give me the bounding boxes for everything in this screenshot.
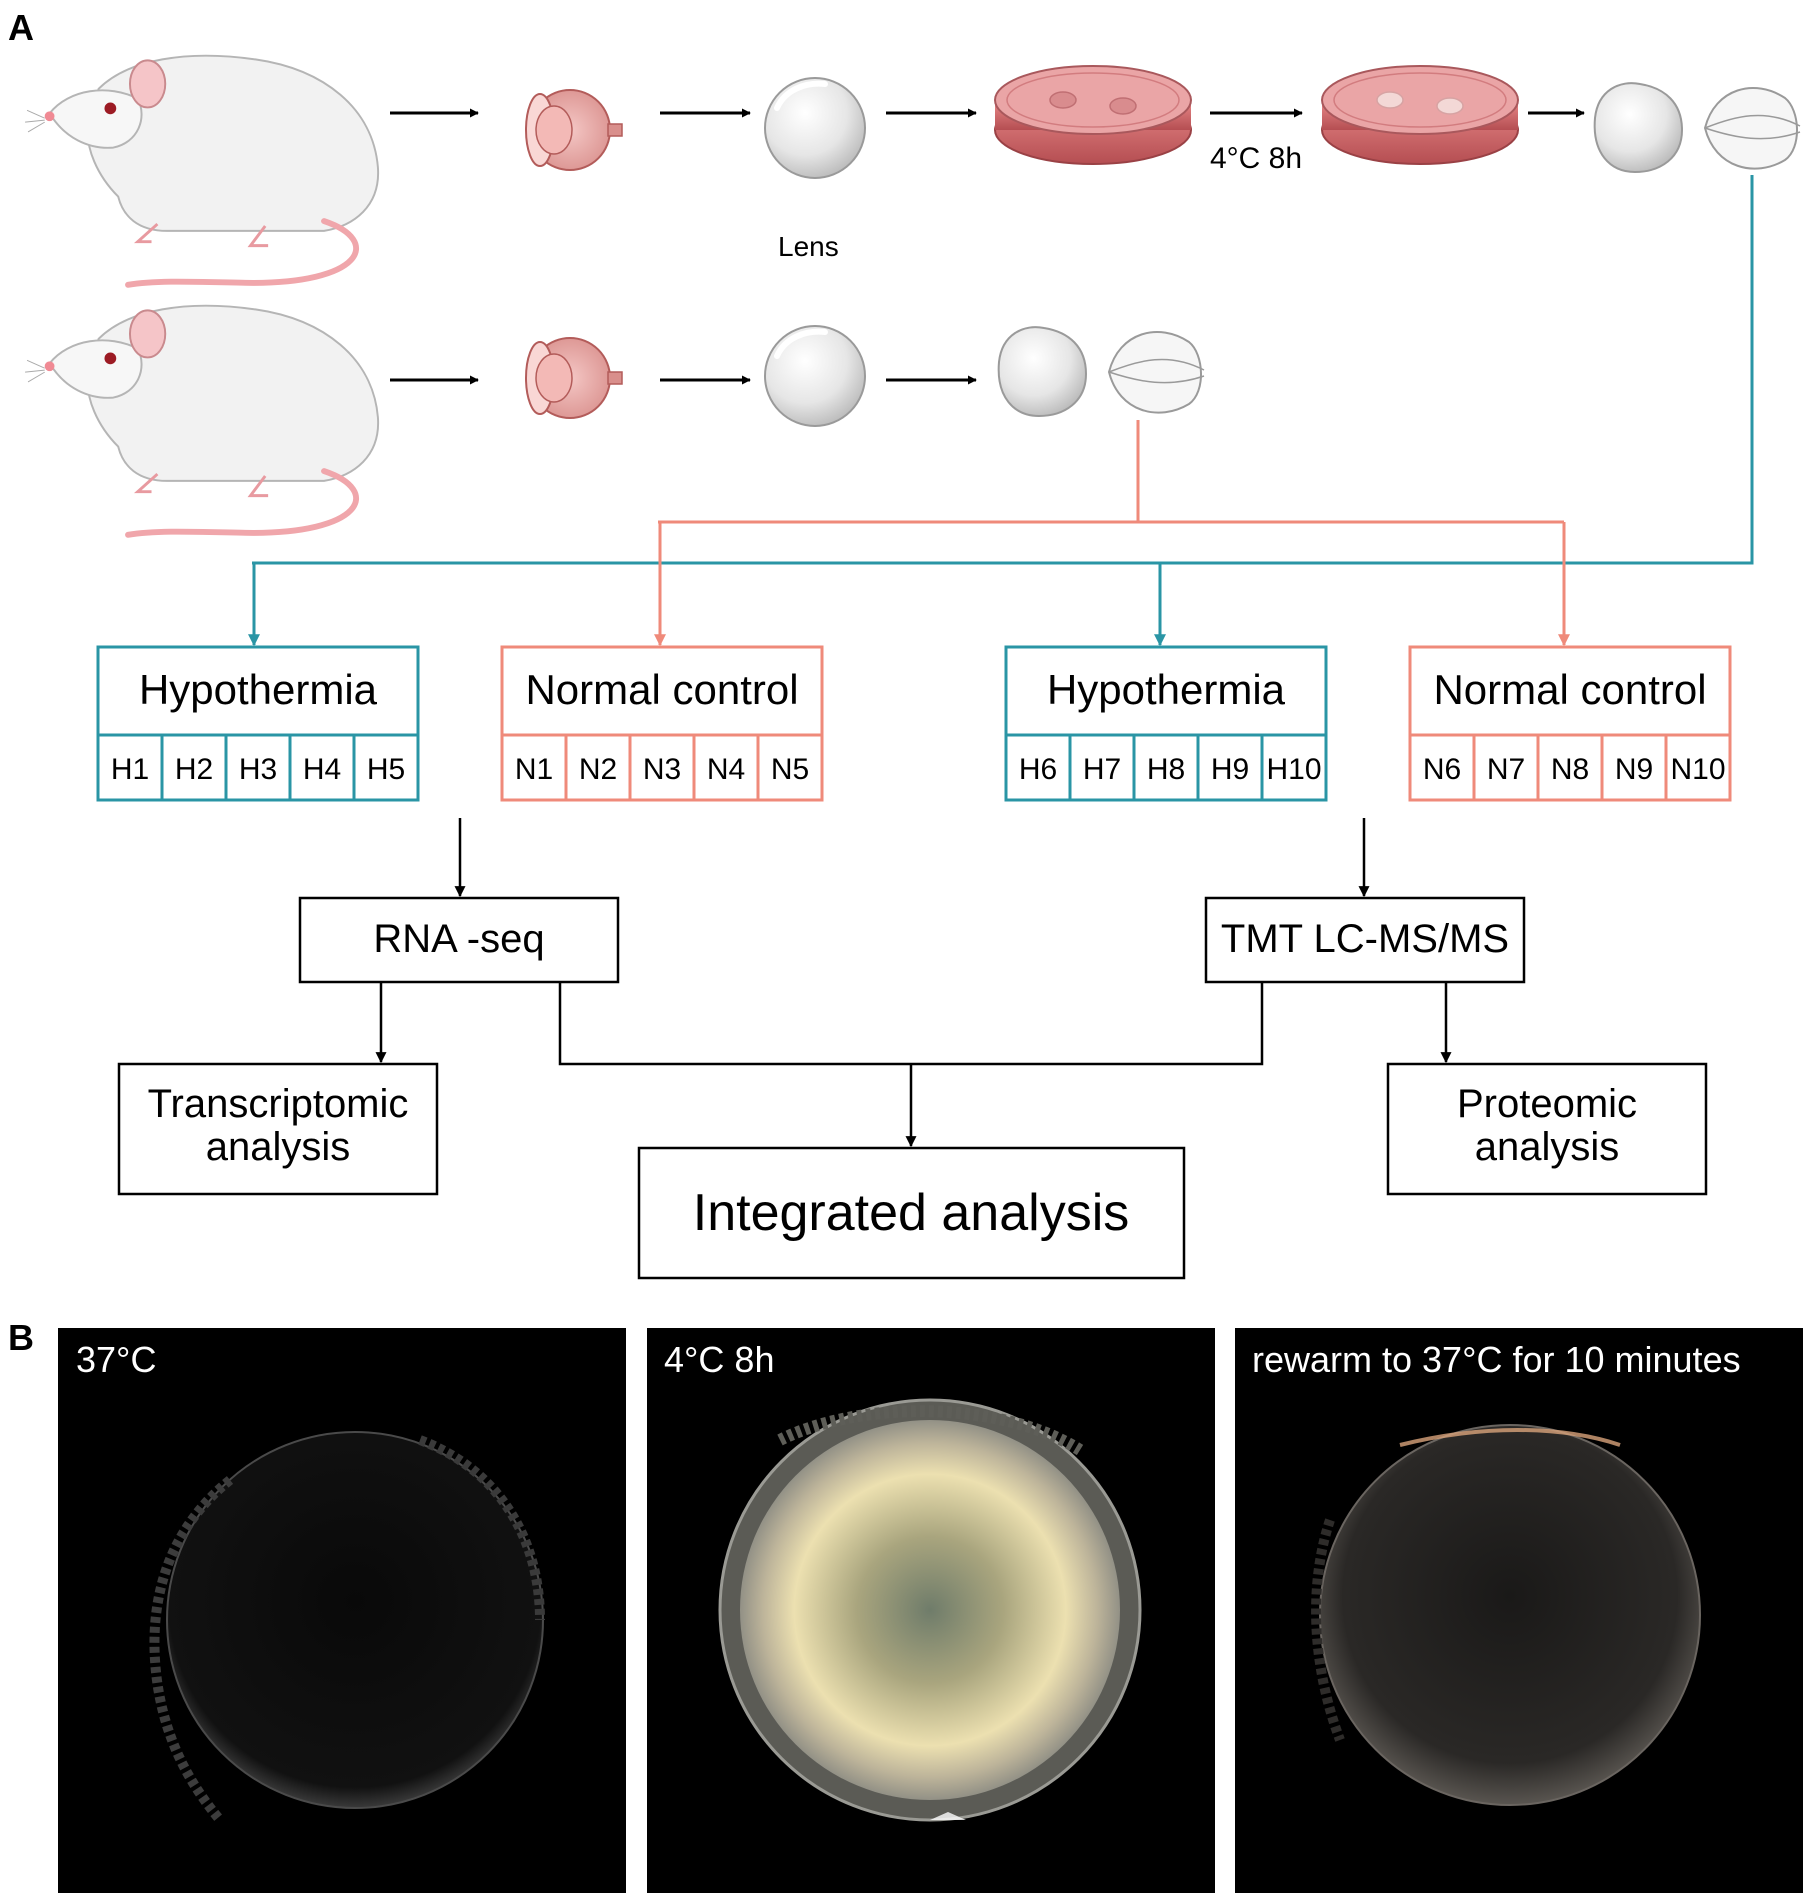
lens-icon <box>765 326 865 426</box>
sample-label: H6 <box>1019 753 1057 786</box>
lens-capsule-icon <box>1593 82 1801 173</box>
transcriptomic-label-line2: analysis <box>206 1125 351 1169</box>
tmt-box: TMT LC-MS/MS <box>1204 896 1526 984</box>
photo-rewarm: rewarm to 37°C for 10 minutes <box>1235 1328 1803 1893</box>
sample-label: N5 <box>771 753 809 786</box>
panel-b-label: B <box>8 1317 34 1358</box>
control-connector <box>658 420 1564 524</box>
lens-label: Lens <box>778 231 839 262</box>
transcriptomic-box: Transcriptomic analysis <box>117 1062 439 1196</box>
eye-icon <box>525 89 623 171</box>
group-title: Hypothermia <box>1047 666 1286 713</box>
sample-label: N2 <box>579 753 617 786</box>
photo-label-rewarm: rewarm to 37°C for 10 minutes <box>1252 1339 1741 1380</box>
rat-icon <box>25 56 378 285</box>
photo-37c: 37°C <box>58 1328 626 1893</box>
integration-connector <box>558 982 1264 1066</box>
rna-seq-label: RNA -seq <box>373 917 544 961</box>
sample-label: H5 <box>367 753 405 786</box>
sample-label: N6 <box>1423 753 1461 786</box>
group-title: Normal control <box>1433 666 1706 713</box>
sample-label: N1 <box>515 753 553 786</box>
group-title: Hypothermia <box>139 666 378 713</box>
tmt-label: TMT LC-MS/MS <box>1221 917 1509 961</box>
sample-label: H8 <box>1147 753 1185 786</box>
photo-4c: 4°C 8h <box>647 1328 1215 1893</box>
sample-label: H4 <box>303 753 341 786</box>
sample-label: H7 <box>1083 753 1121 786</box>
group-title: Normal control <box>525 666 798 713</box>
rna-seq-box: RNA -seq <box>298 896 620 984</box>
petri-dish-icon <box>1321 65 1519 165</box>
integrated-box: Integrated analysis <box>637 1146 1186 1280</box>
sample-label: H1 <box>111 753 149 786</box>
transcriptomic-label-line1: Transcriptomic <box>148 1082 409 1126</box>
sample-label: N9 <box>1615 753 1653 786</box>
rat-icon <box>25 306 378 535</box>
photo-label-4c: 4°C 8h <box>664 1339 774 1380</box>
petri-dish-icon <box>994 65 1192 165</box>
proteomic-box: Proteomic analysis <box>1386 1062 1708 1196</box>
sample-label: H9 <box>1211 753 1249 786</box>
lens-capsule-icon <box>997 326 1205 417</box>
sample-label: N7 <box>1487 753 1525 786</box>
proteomic-label-line2: analysis <box>1475 1125 1620 1169</box>
sample-label: N10 <box>1670 753 1725 786</box>
sample-label: H2 <box>175 753 213 786</box>
sample-label: N3 <box>643 753 681 786</box>
lens-icon <box>765 78 865 178</box>
sample-label: N4 <box>707 753 745 786</box>
sample-label: H3 <box>239 753 277 786</box>
photo-label-37c: 37°C <box>76 1339 156 1380</box>
sample-label: N8 <box>1551 753 1589 786</box>
proteomic-label-line1: Proteomic <box>1457 1082 1637 1126</box>
cold-condition-label: 4°C 8h <box>1210 142 1302 175</box>
sample-label: H10 <box>1266 753 1321 786</box>
integrated-label: Integrated analysis <box>693 1184 1130 1242</box>
hypothermia-connector <box>252 175 1754 565</box>
panel-a-label: A <box>8 7 34 48</box>
eye-icon <box>525 337 623 419</box>
